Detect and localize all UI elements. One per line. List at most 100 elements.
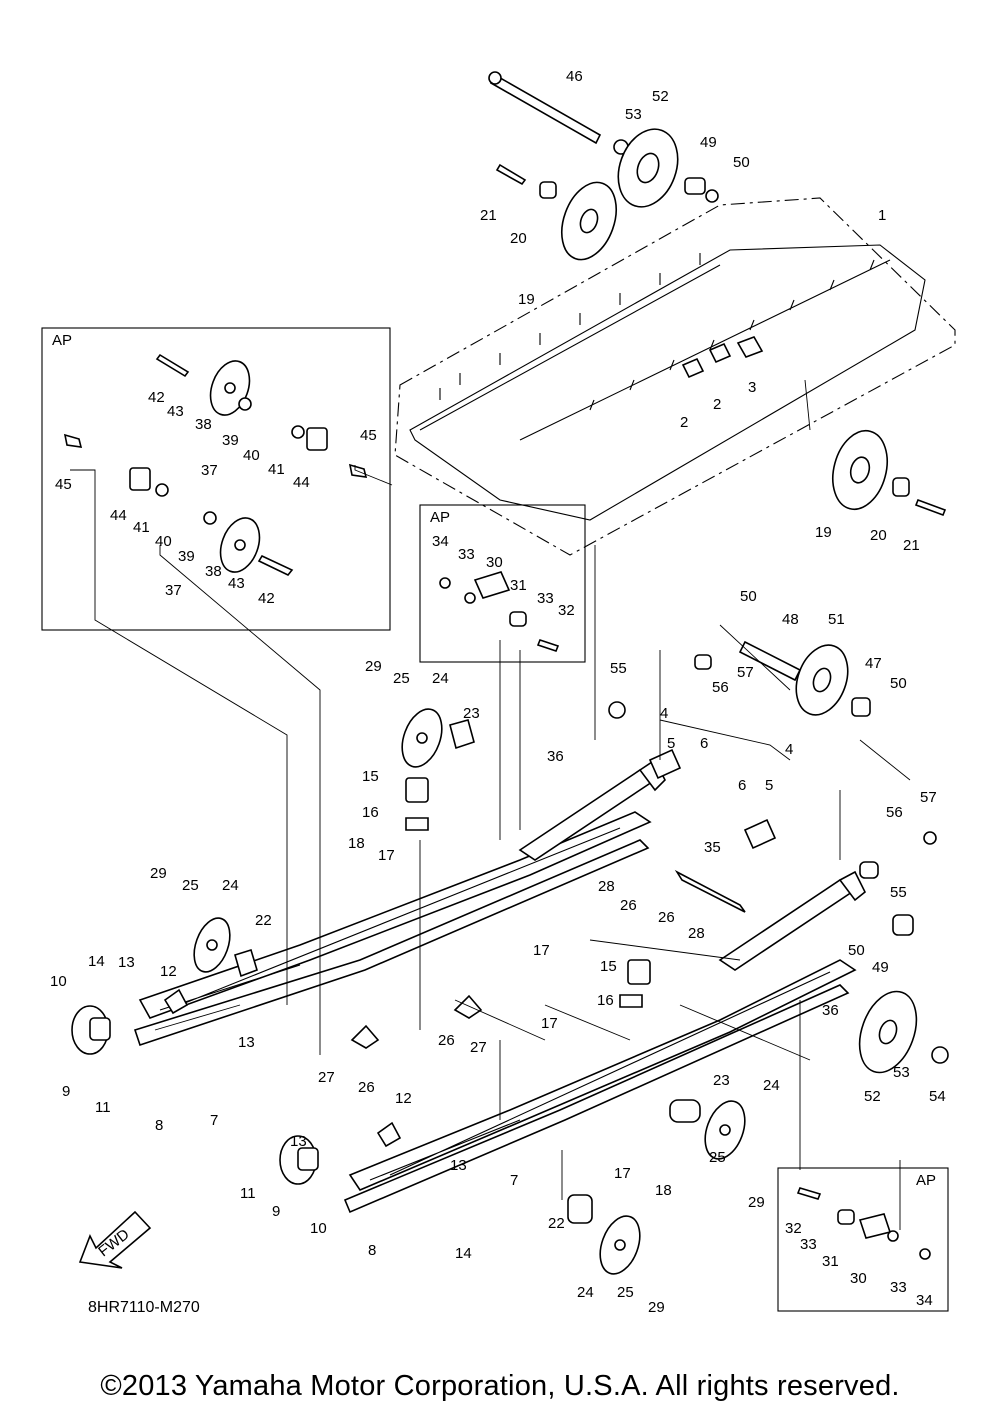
callout-34: 34 bbox=[916, 1292, 933, 1309]
assembly-box-lower-right bbox=[777, 1167, 949, 1312]
callout-24: 24 bbox=[763, 1077, 780, 1094]
callout-18: 18 bbox=[655, 1182, 672, 1199]
callout-6: 6 bbox=[738, 777, 746, 794]
callout-37: 37 bbox=[165, 582, 182, 599]
callout-42: 42 bbox=[148, 389, 165, 406]
callout-14: 14 bbox=[455, 1245, 472, 1262]
callout-13: 13 bbox=[290, 1133, 307, 1150]
callout-54: 54 bbox=[929, 1088, 946, 1105]
callout-5: 5 bbox=[765, 777, 773, 794]
callout-2: 2 bbox=[680, 414, 688, 431]
callout-26: 26 bbox=[438, 1032, 455, 1049]
leader-lines bbox=[70, 379, 911, 1230]
callout-29: 29 bbox=[748, 1194, 765, 1211]
callout-12: 12 bbox=[160, 963, 177, 980]
callout-10: 10 bbox=[50, 973, 67, 990]
callout-40: 40 bbox=[243, 447, 260, 464]
callout-17: 17 bbox=[378, 847, 395, 864]
callouts: 1 2 2 3 4 4 5 5 6 6 7 7 8 8 9 9 10 10 11… bbox=[50, 68, 946, 1316]
callout-57: 57 bbox=[920, 789, 937, 806]
callout-38: 38 bbox=[195, 416, 212, 433]
callout-10: 10 bbox=[310, 1220, 327, 1237]
callout-20: 20 bbox=[510, 230, 527, 247]
callout-26: 26 bbox=[620, 897, 637, 914]
callout-11: 11 bbox=[95, 1099, 111, 1116]
callout-31: 31 bbox=[822, 1253, 839, 1270]
callout-18: 18 bbox=[348, 835, 365, 852]
callout-34: 34 bbox=[432, 533, 449, 550]
fittings bbox=[608, 654, 937, 879]
callout-38: 38 bbox=[205, 563, 222, 580]
right-idler-group bbox=[832, 429, 947, 517]
parts-diagram: FWD AP AP AP 8HR7110-M270 1 2 2 3 4 4 5 … bbox=[41, 68, 956, 1316]
callout-23: 23 bbox=[713, 1072, 730, 1089]
callout-17: 17 bbox=[533, 942, 550, 959]
callout-29: 29 bbox=[365, 658, 382, 675]
callout-19: 19 bbox=[815, 524, 832, 541]
callout-2: 2 bbox=[713, 396, 721, 413]
callout-3: 3 bbox=[748, 379, 756, 396]
callout-25: 25 bbox=[617, 1284, 634, 1301]
callout-56: 56 bbox=[712, 679, 729, 696]
callout-39: 39 bbox=[222, 432, 239, 449]
callout-13: 13 bbox=[118, 954, 135, 971]
callout-33: 33 bbox=[800, 1236, 817, 1253]
callout-14: 14 bbox=[88, 953, 105, 970]
callout-11: 11 bbox=[240, 1185, 256, 1202]
callout-32: 32 bbox=[558, 602, 575, 619]
callout-17: 17 bbox=[541, 1015, 558, 1032]
callout-29: 29 bbox=[648, 1299, 665, 1316]
callout-25: 25 bbox=[709, 1149, 726, 1166]
mid-wheels bbox=[193, 644, 949, 1275]
callout-20: 20 bbox=[870, 527, 887, 544]
callout-42: 42 bbox=[258, 590, 275, 607]
callout-28: 28 bbox=[598, 878, 615, 895]
assembly-label-center: AP bbox=[430, 509, 450, 526]
callout-32: 32 bbox=[785, 1220, 802, 1237]
callout-53: 53 bbox=[625, 106, 642, 123]
rail-front-parts bbox=[71, 988, 483, 1185]
callout-35: 35 bbox=[704, 839, 721, 856]
callout-25: 25 bbox=[182, 877, 199, 894]
callout-4: 4 bbox=[785, 741, 793, 758]
callout-49: 49 bbox=[700, 134, 717, 151]
callout-30: 30 bbox=[850, 1270, 867, 1287]
callout-26: 26 bbox=[358, 1079, 375, 1096]
callout-22: 22 bbox=[548, 1215, 565, 1232]
callout-29: 29 bbox=[150, 865, 167, 882]
callout-7: 7 bbox=[510, 1172, 518, 1189]
callout-8: 8 bbox=[368, 1242, 376, 1259]
callout-50: 50 bbox=[733, 154, 750, 171]
callout-52: 52 bbox=[864, 1088, 881, 1105]
callout-47: 47 bbox=[865, 655, 882, 672]
callout-31: 31 bbox=[510, 577, 527, 594]
callout-15: 15 bbox=[362, 768, 379, 785]
callout-9: 9 bbox=[272, 1203, 280, 1220]
callout-50: 50 bbox=[848, 942, 865, 959]
callout-28: 28 bbox=[688, 925, 705, 942]
callout-5: 5 bbox=[667, 735, 675, 752]
callout-21: 21 bbox=[480, 207, 497, 224]
callout-44: 44 bbox=[110, 507, 127, 524]
callout-33: 33 bbox=[890, 1279, 907, 1296]
callout-45: 45 bbox=[360, 427, 377, 444]
drawing-code: 8HR7110-M270 bbox=[88, 1299, 200, 1316]
callout-55: 55 bbox=[610, 660, 627, 677]
callout-40: 40 bbox=[155, 533, 172, 550]
callout-19: 19 bbox=[518, 291, 535, 308]
callout-55: 55 bbox=[890, 884, 907, 901]
assembly-box-center bbox=[419, 504, 586, 663]
callout-48: 48 bbox=[782, 611, 799, 628]
callout-51: 51 bbox=[828, 611, 845, 628]
assembly-label-upper-left: AP bbox=[52, 332, 72, 349]
callout-37: 37 bbox=[201, 462, 218, 479]
callout-50: 50 bbox=[890, 675, 907, 692]
copyright-notice: ©2013 Yamaha Motor Corporation, U.S.A. A… bbox=[100, 1370, 900, 1402]
callout-12: 12 bbox=[395, 1090, 412, 1107]
callout-41: 41 bbox=[133, 519, 150, 536]
callout-15: 15 bbox=[600, 958, 617, 975]
callout-45: 45 bbox=[55, 476, 72, 493]
callout-26: 26 bbox=[658, 909, 675, 926]
callout-25: 25 bbox=[393, 670, 410, 687]
callout-50: 50 bbox=[740, 588, 757, 605]
